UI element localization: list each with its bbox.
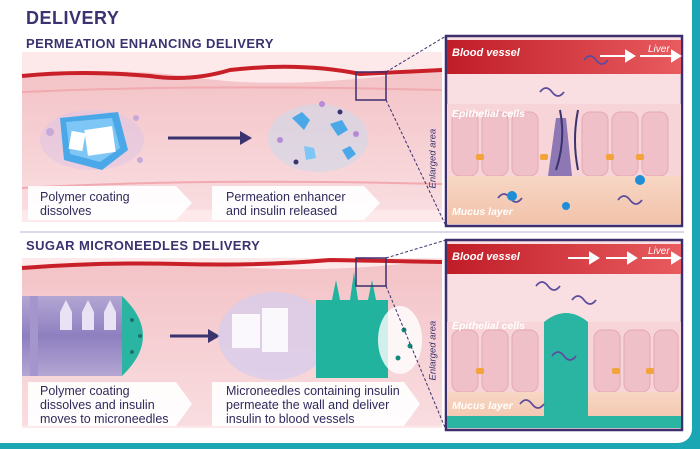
enlarged-area-label-1: Enlarged area (427, 128, 439, 189)
diagram-card: DELIVERY PERMEATION ENHANCING DELIVERY P… (0, 0, 692, 443)
main-title: DELIVERY (26, 8, 120, 28)
section-title-permeation: PERMEATION ENHANCING DELIVERY (26, 36, 274, 51)
caption-line: Polymer coating (40, 190, 130, 204)
inset-label-epithelial-1: Epithelial cells (452, 108, 525, 120)
caption-step-3: Polymer coating dissolves and insulin mo… (40, 384, 169, 426)
caption-chevrons-top (28, 186, 380, 220)
caption-line: insulin to blood vessels (226, 412, 355, 426)
released-insulin-cloud (268, 101, 368, 172)
diagram-artwork (20, 34, 684, 432)
caption-line: dissolves (40, 204, 92, 218)
capsule-with-microneedles-icon (22, 296, 143, 376)
caption-line: Permeation enhancer (226, 190, 346, 204)
caption-step-1: Polymer coating dissolves (40, 190, 130, 218)
caption-line: Polymer coating (40, 384, 130, 398)
caption-line: Microneedles containing insulin (226, 384, 400, 398)
inset-panel-bottom (444, 238, 684, 432)
inset-panel-top (444, 34, 684, 228)
inset-label-mucus-2: Mucus layer (452, 400, 513, 412)
microneedles-penetrating-icon (218, 272, 422, 380)
caption-line: moves to microneedles (40, 412, 169, 426)
section-title-microneedles: SUGAR MICRONEEDLES DELIVERY (26, 238, 261, 253)
inset-label-blood-vessel-1: Blood vessel (452, 47, 520, 59)
caption-line: dissolves and insulin (40, 398, 155, 412)
inset-label-epithelial-2: Epithelial cells (452, 320, 525, 332)
enlarged-area-marker-2 (355, 239, 447, 431)
caption-step-2: Permeation enhancer and insulin released (226, 190, 346, 218)
inset-label-liver-2: Liver (648, 246, 670, 257)
enlarged-area-label-2: Enlarged area (427, 320, 439, 381)
enlarged-area-marker-1 (355, 35, 447, 227)
caption-line: permeate the wall and deliver (226, 398, 390, 412)
inset-label-blood-vessel-2: Blood vessel (452, 251, 520, 263)
process-arrow-1 (168, 131, 252, 145)
caption-line: and insulin released (226, 204, 338, 218)
caption-step-4: Microneedles containing insulin permeate… (226, 384, 400, 426)
inset-label-liver-1: Liver (648, 44, 670, 55)
caption-chevrons-bottom (28, 382, 420, 426)
inset-label-mucus-1: Mucus layer (452, 206, 513, 218)
process-arrow-2 (170, 329, 220, 343)
dissolving-pill-icon (40, 110, 144, 170)
